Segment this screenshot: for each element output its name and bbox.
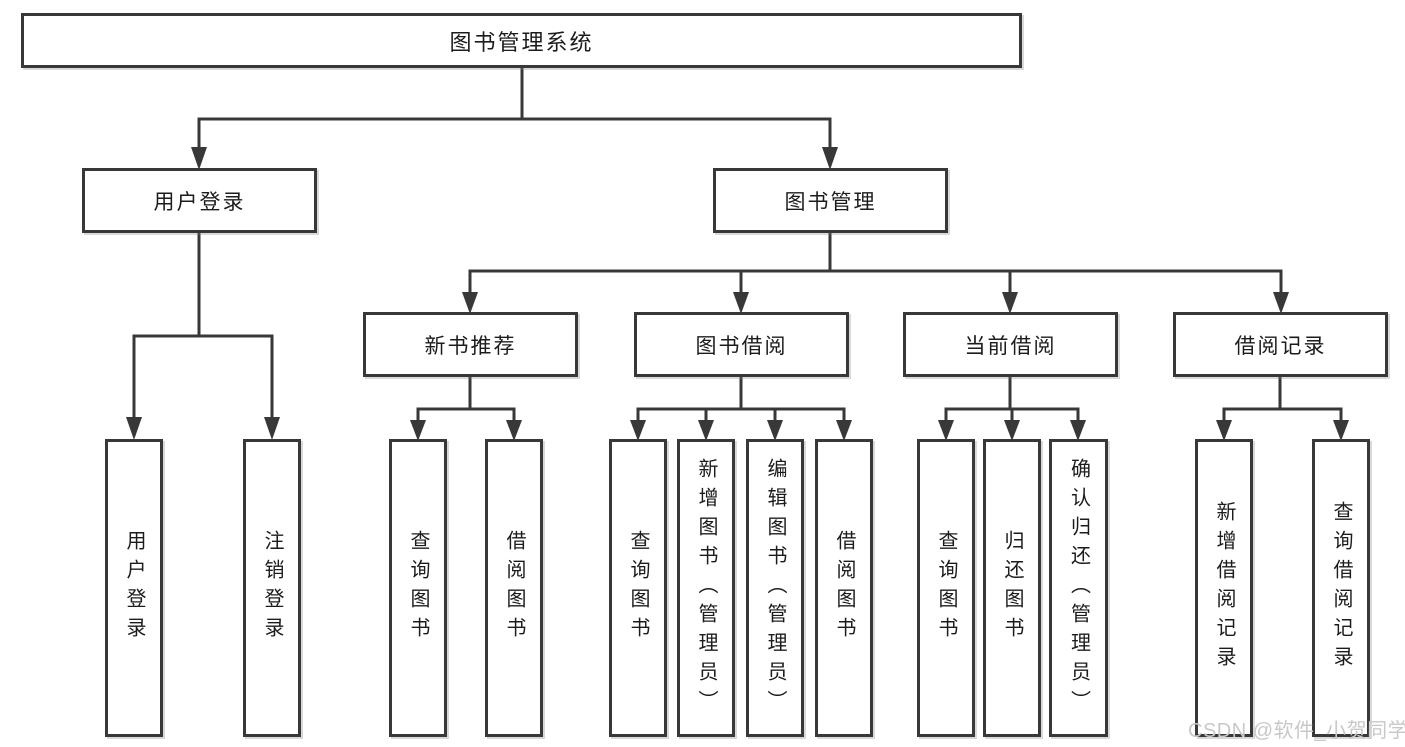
arrowhead-icon xyxy=(506,420,522,441)
arrowhead-icon xyxy=(126,417,142,440)
node-book-management-branch: 图书管理 xyxy=(713,168,948,233)
arrowhead-icon xyxy=(1273,292,1289,314)
csdn-watermark: CSDN @软件_小贺同学 xyxy=(1188,720,1405,742)
node-leaf-query-books-1: 查询图书 xyxy=(389,439,447,737)
node-leaf-query-borrow-record: 查询借阅记录 xyxy=(1312,439,1370,737)
node-leaf-edit-books-admin: 编辑图书（管理员） xyxy=(746,439,804,737)
arrowhead-icon xyxy=(1216,420,1232,441)
arrowhead-icon xyxy=(462,292,478,314)
connector-borrow-records-split xyxy=(1216,375,1349,441)
node-label: 用户登录 xyxy=(153,190,246,214)
node-label: 图书借阅 xyxy=(695,334,788,358)
node-label: 借阅记录 xyxy=(1234,334,1327,358)
node-label: 查询图书 xyxy=(627,530,649,646)
node-label: 借阅图书 xyxy=(503,530,525,646)
arrowhead-icon xyxy=(836,420,852,441)
connector-root-split xyxy=(191,66,838,170)
node-book-borrowing: 图书借阅 xyxy=(634,312,849,377)
node-leaf-borrow-books-2: 借阅图书 xyxy=(815,439,873,737)
arrowhead-icon xyxy=(938,420,954,441)
node-new-book-recommendation: 新书推荐 xyxy=(363,312,578,377)
arrowhead-icon xyxy=(191,147,207,170)
arrowhead-icon xyxy=(698,420,714,441)
node-label: 查询借阅记录 xyxy=(1330,501,1352,675)
node-leaf-confirm-return-admin: 确认归还（管理员） xyxy=(1049,439,1108,737)
node-leaf-query-books-3: 查询图书 xyxy=(917,439,975,737)
arrowhead-icon xyxy=(410,420,426,441)
node-user-login-branch: 用户登录 xyxy=(82,168,317,233)
connector-book-management-split xyxy=(462,231,1289,314)
arrowhead-icon xyxy=(822,147,838,170)
node-label: 确认归还（管理员） xyxy=(1067,457,1090,719)
arrowhead-icon xyxy=(264,417,280,440)
node-label: 新增图书（管理员） xyxy=(695,457,717,719)
connector-user-login-split xyxy=(126,231,280,440)
node-leaf-add-borrow-record: 新增借阅记录 xyxy=(1195,439,1253,737)
node-label: 新增借阅记录 xyxy=(1213,501,1235,675)
node-label: 查询图书 xyxy=(407,530,429,646)
node-leaf-return-books: 归还图书 xyxy=(983,439,1041,737)
node-leaf-borrow-books-1: 借阅图书 xyxy=(485,439,543,737)
node-label: 图书管理 xyxy=(784,190,877,214)
node-label: 注销登录 xyxy=(261,530,283,646)
node-label: 新书推荐 xyxy=(424,334,517,358)
node-label: 当前借阅 xyxy=(964,334,1057,358)
arrowhead-icon xyxy=(767,420,783,441)
arrowhead-icon xyxy=(733,292,749,314)
node-label: 用户登录 xyxy=(123,530,145,646)
node-borrowing-records: 借阅记录 xyxy=(1173,312,1388,377)
arrowhead-icon xyxy=(1333,420,1349,441)
node-library-management-system: 图书管理系统 xyxy=(21,13,1022,68)
node-label: 编辑图书（管理员） xyxy=(764,457,786,719)
node-leaf-query-books-2: 查询图书 xyxy=(609,439,667,737)
connector-new-book-split xyxy=(410,375,522,441)
node-label: 查询图书 xyxy=(935,530,957,646)
node-current-borrowing: 当前借阅 xyxy=(903,312,1118,377)
node-leaf-logout: 注销登录 xyxy=(243,439,301,737)
node-leaf-add-books-admin: 新增图书（管理员） xyxy=(677,439,735,737)
arrowhead-icon xyxy=(1070,420,1086,441)
connector-book-borrow-split xyxy=(630,375,852,441)
node-label: 图书管理系统 xyxy=(449,29,594,55)
connector-current-borrow-split xyxy=(938,375,1086,441)
node-leaf-user-login: 用户登录 xyxy=(105,439,163,737)
arrowhead-icon xyxy=(1002,292,1018,314)
arrowhead-icon xyxy=(630,420,646,441)
node-label: 借阅图书 xyxy=(833,530,855,646)
arrowhead-icon xyxy=(1004,420,1020,441)
node-label: 归还图书 xyxy=(1001,530,1023,646)
